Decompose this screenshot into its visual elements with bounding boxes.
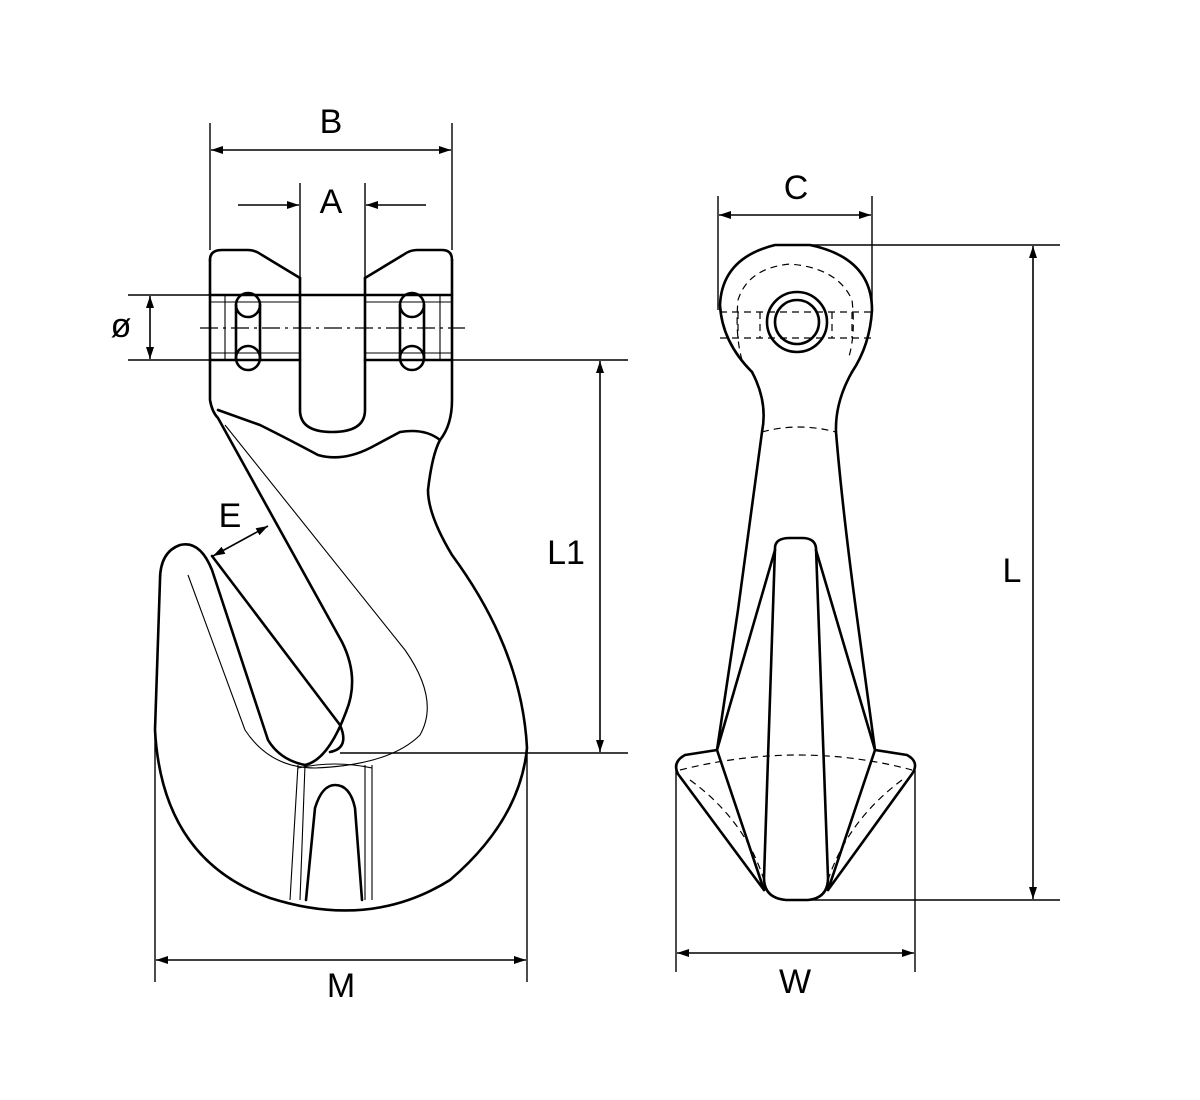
hook-fork-inner <box>299 764 366 901</box>
hook-fork-top <box>297 763 373 769</box>
side-neck-hidden <box>761 426 837 433</box>
clevis-slot <box>298 276 367 434</box>
side-eye-inner <box>736 263 854 361</box>
side-neck-right <box>834 370 877 752</box>
side-pin-inner <box>773 298 821 346</box>
pin-right-top <box>398 291 426 319</box>
label-M: M <box>327 967 355 1005</box>
clevis-underside <box>216 408 442 459</box>
hook-outer-contour <box>153 258 529 912</box>
left-clevis-lug <box>208 248 302 280</box>
label-diameter: ø <box>111 307 132 345</box>
side-neck-left <box>715 370 765 752</box>
hook-fork-outer <box>289 764 373 901</box>
dim-E <box>212 525 269 557</box>
side-view <box>674 243 917 902</box>
pin-left-bottom <box>234 344 262 372</box>
label-A: A <box>320 183 343 221</box>
pin-shanks <box>234 303 426 360</box>
side-bottom-wings <box>674 748 917 892</box>
side-pin-hidden <box>720 311 872 339</box>
label-C: C <box>784 169 809 207</box>
pin-right-bottom <box>398 344 426 372</box>
side-pin-outer <box>765 290 829 354</box>
hook-inner-line <box>187 424 428 769</box>
label-W: W <box>779 963 811 1001</box>
label-L1: L1 <box>547 534 585 572</box>
right-clevis-lug <box>363 248 454 280</box>
dimensions: B A ø E L1 M C L <box>111 103 1060 1005</box>
pin-left-top <box>234 291 262 319</box>
pin-inner-lines <box>210 295 452 360</box>
label-B: B <box>320 103 343 141</box>
label-E: E <box>219 497 242 535</box>
hook-throat <box>210 554 345 754</box>
side-bottom-hidden <box>679 754 913 881</box>
label-L: L <box>1003 552 1022 590</box>
front-view <box>153 248 529 912</box>
side-center-rib <box>762 536 830 902</box>
side-facets <box>715 548 877 892</box>
hook-fork-slot <box>304 783 364 902</box>
